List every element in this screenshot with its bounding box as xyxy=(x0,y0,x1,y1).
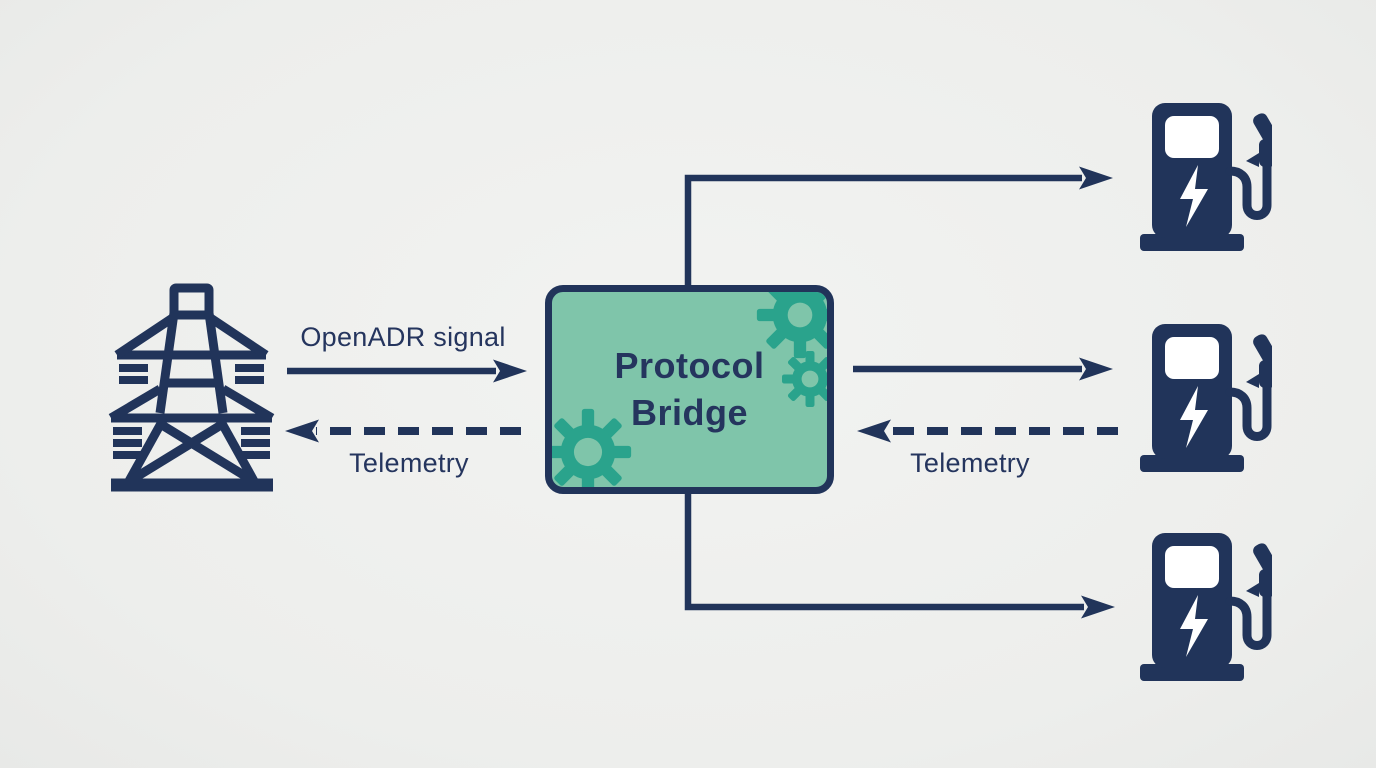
transmission-tower-icon xyxy=(108,283,275,492)
openadr-label: OpenADR signal xyxy=(300,322,506,352)
gear-icon xyxy=(782,351,827,407)
ev-charging-station-icon xyxy=(1140,533,1272,681)
bridge-to-charger-3-arrow xyxy=(684,492,1115,619)
ev-charging-station-icon xyxy=(1140,103,1272,251)
ev-charging-station-icon xyxy=(1140,324,1272,472)
gear-icon xyxy=(552,408,632,487)
telemetry-right-label: Telemetry xyxy=(910,448,1030,478)
bridge-to-charger-1-arrow xyxy=(684,166,1113,286)
gear-icon xyxy=(756,292,827,359)
bridge-title: Protocol Bridge xyxy=(614,345,765,433)
protocol-bridge-node: Protocol Bridge xyxy=(545,285,834,494)
telemetry-left-label: Telemetry xyxy=(349,448,469,478)
